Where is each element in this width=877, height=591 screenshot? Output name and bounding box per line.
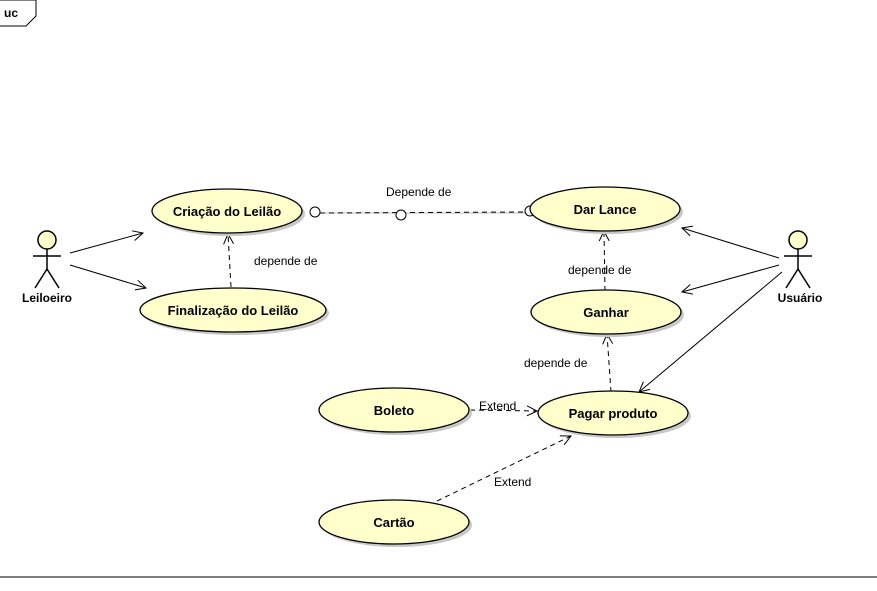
label-depende-de-pagar: depende de bbox=[524, 356, 588, 370]
dep-ganhar-darlance[interactable] bbox=[604, 231, 605, 292]
use-case-finalizacao-label: Finalização do Leilão bbox=[168, 303, 299, 318]
dep-finalizacao-criacao[interactable] bbox=[228, 234, 231, 288]
frame-label-text: uc bbox=[4, 6, 18, 20]
assoc-usuario-darlance[interactable] bbox=[682, 228, 780, 259]
extend-cartao-pagar[interactable] bbox=[436, 436, 571, 502]
dep-criacao-darlance[interactable] bbox=[309, 205, 536, 221]
use-case-criacao-label: Criação do Leilão bbox=[173, 204, 281, 219]
assoc-leiloeiro-criacao[interactable] bbox=[69, 233, 143, 254]
use-case-finalizacao[interactable]: Finalização do Leilão bbox=[139, 287, 329, 335]
label-extend-boleto: Extend bbox=[479, 399, 516, 413]
dep-pagar-ganhar[interactable] bbox=[607, 334, 611, 393]
use-case-ganhar-label: Ganhar bbox=[583, 305, 629, 320]
use-case-cartao[interactable]: Cartão bbox=[318, 499, 472, 547]
actor-leiloeiro[interactable]: Leiloeiro bbox=[22, 230, 72, 305]
stick-figure-icon bbox=[33, 230, 61, 289]
actor-leiloeiro-label: Leiloeiro bbox=[22, 291, 72, 305]
use-case-pagar-produto-label: Pagar produto bbox=[569, 406, 658, 421]
use-case-boleto[interactable]: Boleto bbox=[318, 387, 472, 435]
use-case-dar-lance[interactable]: Dar Lance bbox=[529, 186, 683, 234]
actor-usuario-label: Usuário bbox=[778, 291, 823, 305]
frame-label: uc bbox=[0, 0, 37, 27]
use-case-ganhar[interactable]: Ganhar bbox=[530, 289, 684, 337]
use-case-boleto-label: Boleto bbox=[374, 403, 415, 418]
label-extend-cartao: Extend bbox=[494, 475, 531, 489]
extend-boleto-pagar[interactable] bbox=[469, 410, 537, 411]
assoc-usuario-pagar[interactable] bbox=[639, 271, 783, 392]
label-depende-de-finalizacao: depende de bbox=[254, 254, 318, 268]
assoc-usuario-ganhar[interactable] bbox=[682, 264, 780, 292]
assoc-leiloeiro-finalizacao[interactable] bbox=[69, 264, 146, 288]
use-case-dar-lance-label: Dar Lance bbox=[574, 202, 637, 217]
stick-figure-icon bbox=[784, 230, 812, 289]
label-depende-de-ganhar: depende de bbox=[568, 263, 632, 277]
use-case-criacao[interactable]: Criação do Leilão bbox=[151, 188, 305, 236]
label-depende-de-top: Depende de bbox=[386, 185, 452, 199]
use-case-cartao-label: Cartão bbox=[373, 515, 414, 530]
use-case-pagar-produto[interactable]: Pagar produto bbox=[537, 390, 691, 438]
actor-usuario[interactable]: Usuário bbox=[778, 230, 823, 305]
